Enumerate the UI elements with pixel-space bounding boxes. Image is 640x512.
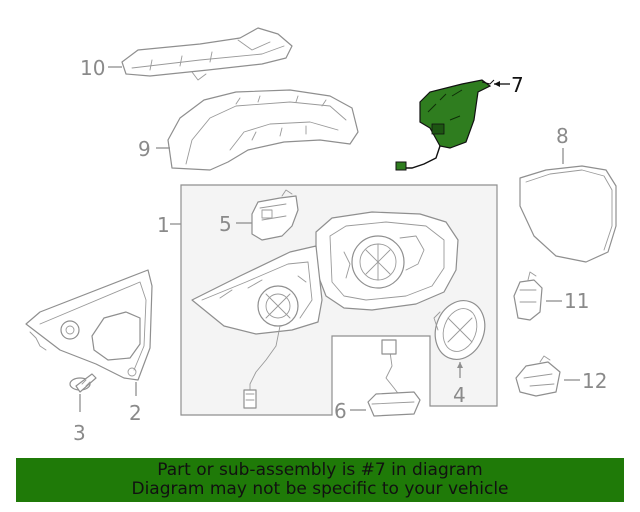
callout-6: 6	[334, 399, 347, 423]
part-12-connector-block	[515, 355, 561, 397]
callout-4: 4	[453, 383, 466, 407]
part-5-actuator	[251, 189, 299, 241]
banner-line-2: Diagram may not be specific to your vehi…	[131, 479, 509, 499]
callout-3: 3	[73, 421, 86, 445]
callout-5: 5	[219, 212, 232, 236]
part-4-mirror-motor	[433, 300, 486, 360]
part-8-mirror-glass	[519, 165, 617, 263]
part-7-highlighted-module	[395, 79, 495, 171]
callout-10: 10	[80, 56, 105, 80]
arrowhead-7	[494, 81, 500, 87]
mirror-base-mount	[191, 245, 323, 335]
callout-7: 7	[511, 73, 524, 97]
callout-8: 8	[556, 124, 569, 148]
callout-9: 9	[138, 137, 151, 161]
part-3-screw	[69, 373, 97, 393]
mirror-parts-diagram: 10 9 7 8 1 5	[25, 27, 617, 445]
arrowhead-4	[457, 362, 463, 368]
part-11-connector	[513, 271, 543, 321]
part-2-inner-trim	[25, 269, 153, 381]
part-9-mirror-cover	[167, 89, 359, 171]
callout-11: 11	[564, 289, 589, 313]
banner-line-1: Part or sub-assembly is #7 in diagram	[157, 460, 483, 480]
wire-harness	[243, 325, 281, 409]
callout-12: 12	[582, 369, 607, 393]
part-10-turn-signal	[121, 27, 293, 81]
mirror-housing	[315, 211, 459, 311]
part-6-harness-module	[367, 339, 421, 417]
info-banner: Part or sub-assembly is #7 in diagram Di…	[16, 458, 624, 502]
callout-1: 1	[157, 213, 170, 237]
callout-2: 2	[129, 401, 142, 425]
